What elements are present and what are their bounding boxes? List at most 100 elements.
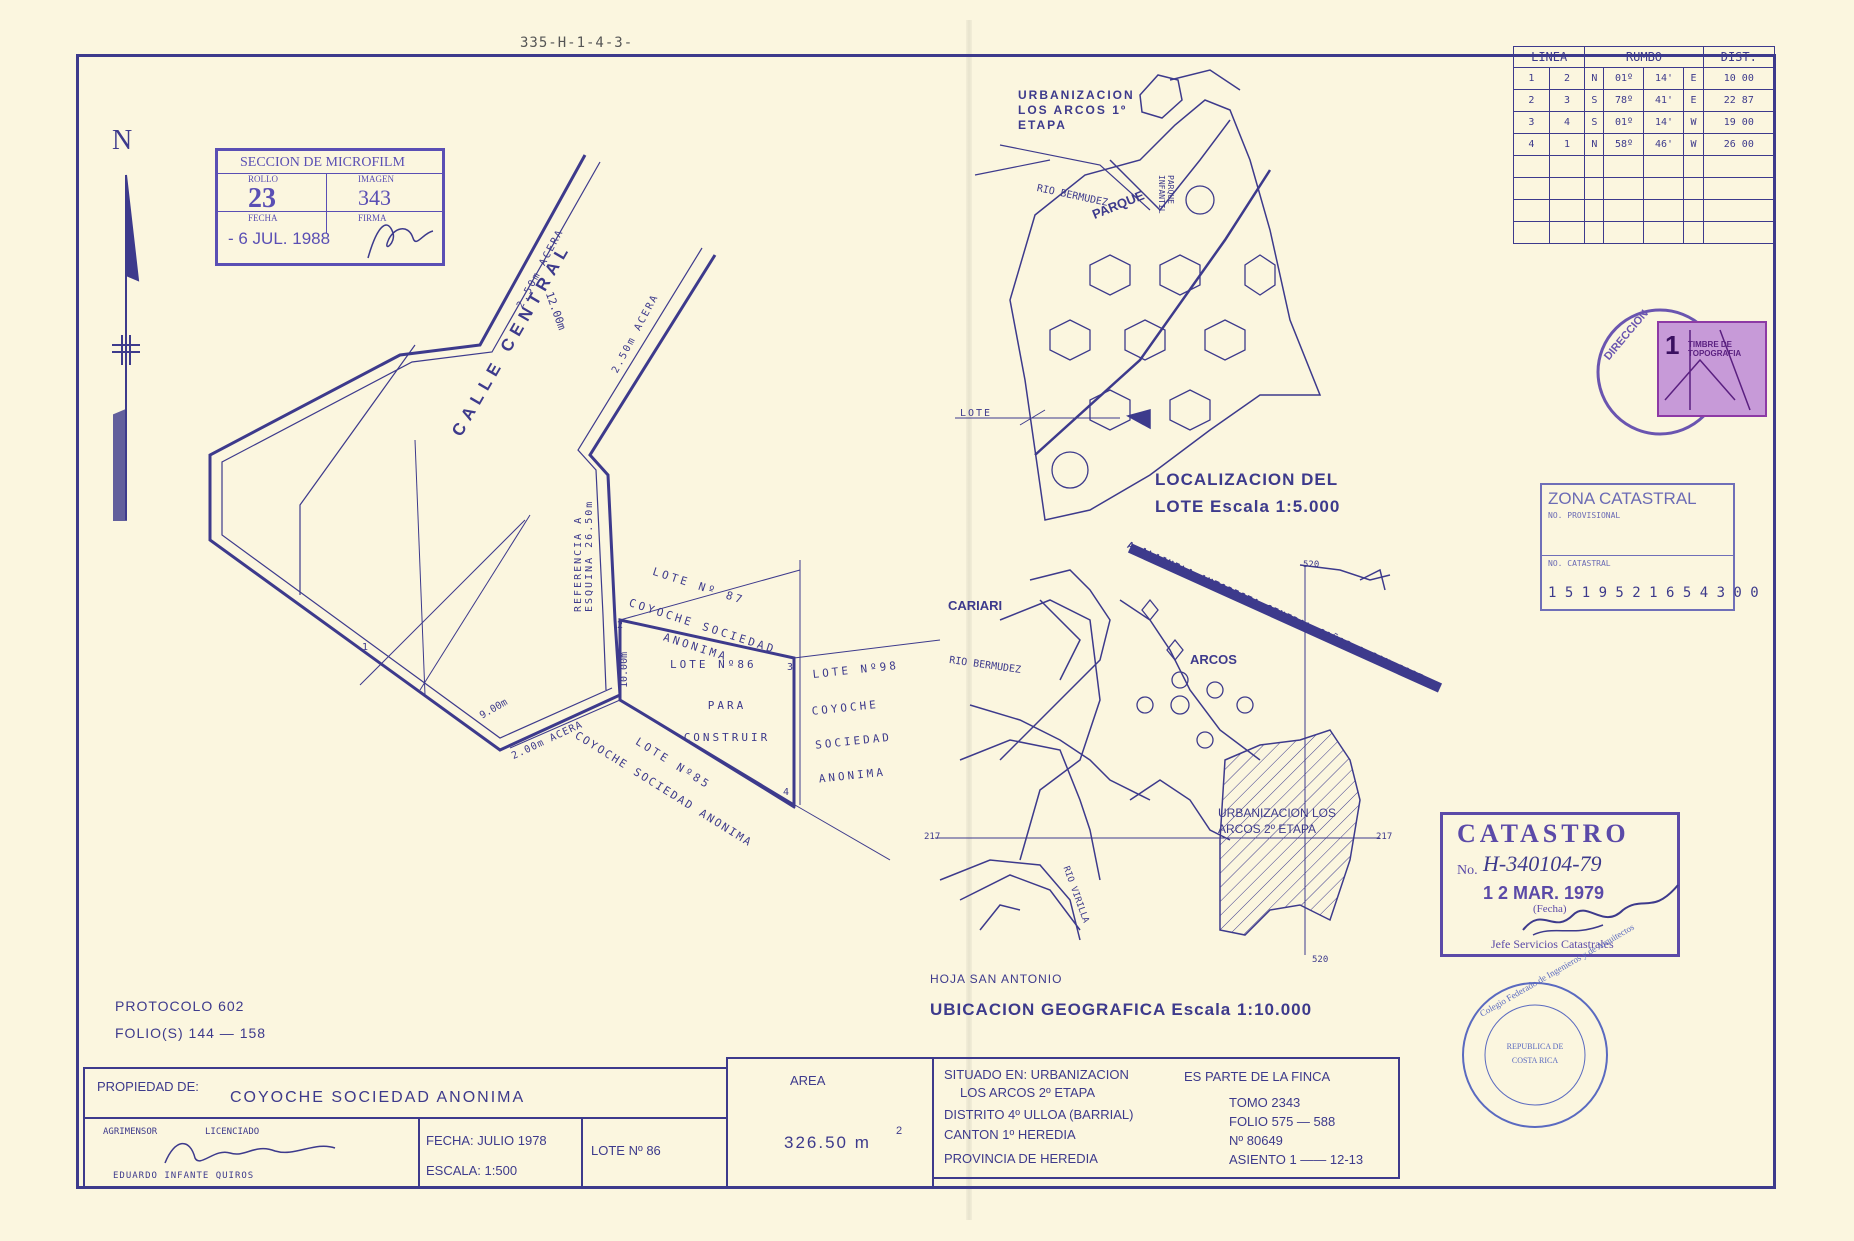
localizacion-map bbox=[955, 69, 1322, 521]
licenciado-label: LICENCIADO bbox=[205, 1127, 260, 1137]
folio-text: FOLIO 575 — 588 bbox=[1229, 1114, 1336, 1129]
seal-inner-text: REPUBLICA DE COSTA RICA bbox=[1506, 1042, 1564, 1065]
row-min: 46' bbox=[1643, 133, 1685, 156]
table-row-empty bbox=[1513, 221, 1776, 244]
row-ns: N bbox=[1584, 67, 1605, 90]
catastro-signature-label: Jefe Servicios Catastrales bbox=[1491, 937, 1614, 951]
row-to: 2 bbox=[1548, 67, 1586, 90]
paper-fold bbox=[966, 20, 972, 1220]
timbre-value: 1 bbox=[1665, 330, 1680, 360]
agrimensor-signature-icon bbox=[164, 1142, 336, 1164]
protocolo-line1: PROTOCOLO 602 bbox=[115, 998, 245, 1014]
catastro-fecha-label: (Fecha) bbox=[1533, 903, 1567, 915]
header-linea: LINEA bbox=[1512, 46, 1586, 68]
row-ns: S bbox=[1584, 111, 1605, 134]
catastro-number: H-340104-79 bbox=[1483, 851, 1602, 876]
localizacion-title-1: LOCALIZACION DEL bbox=[1155, 470, 1339, 489]
distrito-text: DISTRITO 4º ULLOA (BARRIAL) bbox=[944, 1107, 1134, 1122]
catastral-number: 1 5 1 9 5 2 1 6 5 4 3 0 0 bbox=[1548, 585, 1759, 601]
row-ew: E bbox=[1683, 67, 1704, 90]
table-row: 3 4 S 01º 14' W 19 00 bbox=[1513, 111, 1776, 134]
area-cell: AREA 326.50 m 2 bbox=[726, 1057, 934, 1189]
table-row: 2 3 S 78º 41' E 22 87 bbox=[1513, 89, 1776, 112]
row-from: 3 bbox=[1513, 111, 1550, 134]
row-deg: 78º bbox=[1603, 89, 1645, 112]
agrimensor-label: AGRIMENSOR bbox=[103, 1127, 158, 1137]
area-value: 326.50 m bbox=[784, 1133, 871, 1152]
localizacion-title-2: LOTE Escala 1:5.000 bbox=[1155, 497, 1341, 516]
microfilm-title: SECCION DE MICROFILM bbox=[240, 155, 405, 170]
row-to: 1 bbox=[1548, 133, 1586, 156]
dim-10: 10.00m bbox=[619, 651, 630, 688]
catastro-title: CATASTRO bbox=[1457, 819, 1630, 848]
hoja-label: HOJA SAN ANTONIO bbox=[930, 972, 1063, 986]
direccion-stamp bbox=[1596, 308, 1767, 436]
cariari-label: CARIARI bbox=[948, 598, 1003, 613]
lote-text: LOTE Nº 86 bbox=[591, 1143, 661, 1158]
imagen-label: IMAGEN bbox=[358, 174, 394, 184]
signature-icon bbox=[367, 224, 434, 259]
lote-pointer-label: LOTE bbox=[960, 408, 993, 419]
row-ns: S bbox=[1584, 89, 1605, 112]
grid-520-bottom: 520 bbox=[1312, 955, 1329, 965]
situado-line1: SITUADO EN: URBANIZACION bbox=[944, 1067, 1129, 1082]
row-dist: 22 87 bbox=[1702, 89, 1776, 112]
catastro-stamp: CATASTRO No. H-340104-79 1 2 MAR. 1979 (… bbox=[1440, 812, 1680, 957]
agrimensor-cell: AGRIMENSOR LICENCIADO EDUARDO INFANTE QU… bbox=[83, 1117, 420, 1189]
no-catastral-label: NO. CATASTRAL bbox=[1548, 559, 1611, 568]
header-dist: DIST. bbox=[1702, 46, 1776, 68]
row-min: 41' bbox=[1643, 89, 1685, 112]
microfilm-stamp: SECCION DE MICROFILM ROLLO 23 IMAGEN 343… bbox=[215, 148, 445, 266]
zona-title: ZONA CATASTRAL bbox=[1548, 489, 1697, 508]
numero-text: Nº 80649 bbox=[1229, 1133, 1283, 1148]
agrimensor-name: EDUARDO INFANTE QUIROS bbox=[113, 1171, 255, 1181]
row-ns: N bbox=[1584, 133, 1605, 156]
reference-number: 335-H-1-4-3- bbox=[520, 35, 634, 51]
parque-infantil-label: PARQUE INFANTIL bbox=[1157, 175, 1175, 214]
reference-label: REFERENCIA A ESQUINA 26.50m bbox=[573, 499, 595, 612]
row-min: 14' bbox=[1643, 111, 1685, 134]
north-label: N bbox=[112, 125, 133, 156]
row-to: 4 bbox=[1548, 111, 1586, 134]
situado-line2: LOS ARCOS 2º ETAPA bbox=[960, 1085, 1096, 1100]
table-row-empty bbox=[1513, 199, 1776, 222]
arcos-label: ARCOS bbox=[1190, 652, 1237, 667]
row-ew: W bbox=[1683, 111, 1704, 134]
area-label: AREA bbox=[790, 1073, 826, 1088]
rollo-value: 23 bbox=[248, 183, 276, 214]
row-dist: 26 00 bbox=[1702, 133, 1776, 156]
timbre-label: TIMBRE DE TOPOGRAFIA bbox=[1688, 340, 1742, 358]
situado-cell: SITUADO EN: URBANIZACION LOS ARCOS 2º ET… bbox=[932, 1057, 1400, 1179]
header-rumbo: RUMBO bbox=[1584, 46, 1704, 68]
fecha-escala-cell: FECHA: JULIO 1978 ESCALA: 1:500 bbox=[418, 1117, 583, 1189]
table-row: 4 1 N 58º 46' W 26 00 bbox=[1513, 133, 1776, 156]
lote-86-purpose: PARA CONSTRUIR bbox=[683, 699, 771, 744]
row-deg: 01º bbox=[1603, 67, 1645, 90]
row-dist: 10 00 bbox=[1702, 67, 1776, 90]
vertex-3: 3 bbox=[787, 662, 794, 673]
zona-catastral-stamp: ZONA CATASTRAL NO. PROVISIONAL NO. CATAS… bbox=[1540, 483, 1759, 611]
table-row: 1 2 N 01º 14' E 10 00 bbox=[1513, 67, 1776, 90]
fecha-text: FECHA: JULIO 1978 bbox=[426, 1133, 547, 1148]
lote-cell: LOTE Nº 86 bbox=[581, 1117, 728, 1189]
firma-label: FIRMA bbox=[358, 213, 387, 223]
row-deg: 58º bbox=[1603, 133, 1645, 156]
seal-stamp bbox=[1462, 982, 1608, 1128]
lot-plan-lines bbox=[208, 154, 941, 861]
fecha-value: - 6 JUL. 1988 bbox=[228, 229, 331, 248]
propiedad-cell: PROPIEDAD DE: COYOCHE SOCIEDAD ANONIMA bbox=[83, 1067, 728, 1119]
grid-217-left: 217 bbox=[924, 832, 941, 842]
row-from: 4 bbox=[1513, 133, 1550, 156]
north-arrow-icon bbox=[112, 174, 140, 521]
row-to: 3 bbox=[1548, 89, 1586, 112]
rollo-label: ROLLO bbox=[248, 174, 278, 184]
asiento-text: ASIENTO 1 —— 12-13 bbox=[1229, 1152, 1364, 1167]
grid-520-top: 520 bbox=[1303, 560, 1320, 570]
provincia-text: PROVINCIA DE HEREDIA bbox=[944, 1151, 1098, 1166]
lote-86: LOTE Nº86 bbox=[670, 658, 757, 671]
canton-text: CANTON 1º HEREDIA bbox=[944, 1127, 1076, 1142]
ubicacion-map bbox=[935, 543, 1443, 955]
catastro-date: 1 2 MAR. 1979 bbox=[1483, 883, 1605, 903]
tomo-text: TOMO 2343 bbox=[1229, 1095, 1301, 1110]
